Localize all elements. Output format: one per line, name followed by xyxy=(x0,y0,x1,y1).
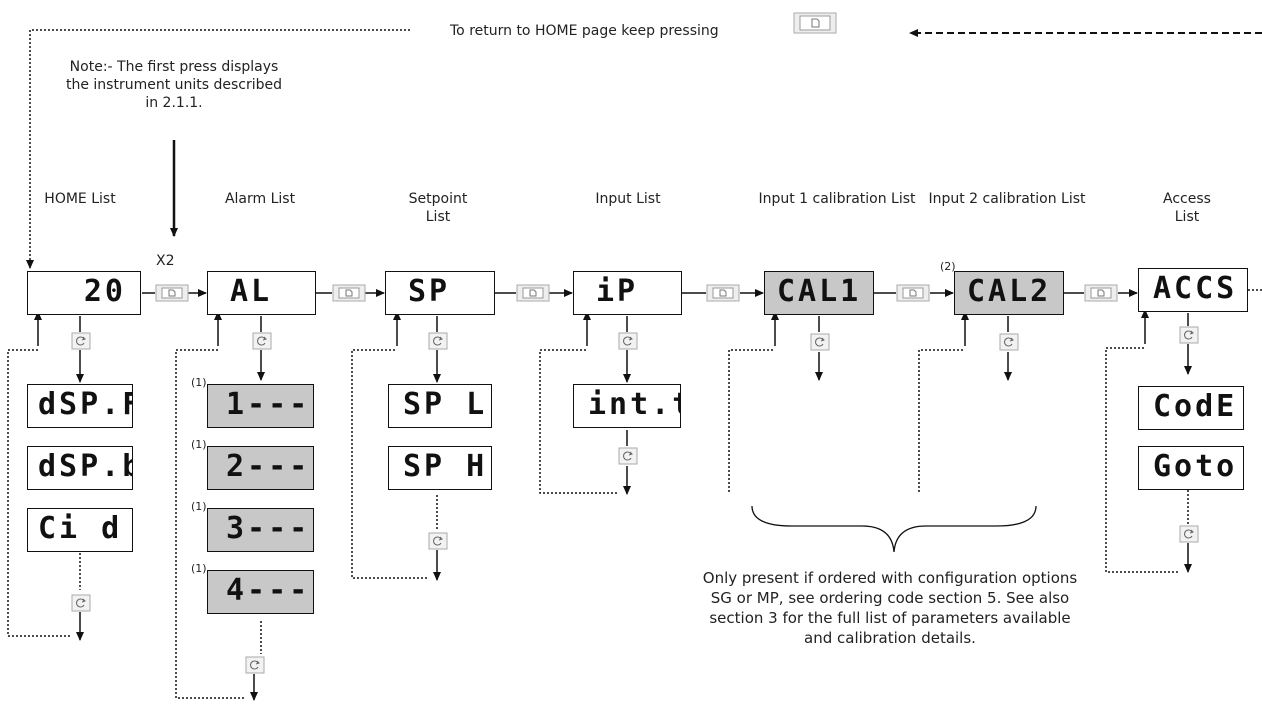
footnote-1-alarm4: (1) xyxy=(191,562,207,575)
home-param-3[interactable]: Ci d xyxy=(27,508,133,552)
page-key-icon[interactable] xyxy=(516,284,550,306)
page-key-icon xyxy=(793,12,837,38)
scroll-key-icon[interactable] xyxy=(1179,525,1199,547)
alarm-display[interactable]: AL xyxy=(207,271,316,315)
setpoint-param-high[interactable]: SP H xyxy=(388,446,492,490)
access-display[interactable]: ACCS xyxy=(1138,268,1248,312)
alarm-param-1[interactable]: 1--- xyxy=(207,384,314,428)
list-title-input1-cal: Input 1 calibration List xyxy=(758,191,916,207)
first-press-note: Note:- The first press displays the inst… xyxy=(65,59,283,111)
x2-label: X2 xyxy=(156,253,175,269)
home-display[interactable]: 20 xyxy=(27,271,141,315)
scroll-key-icon[interactable] xyxy=(71,332,91,354)
list-title-home: HOME List xyxy=(44,191,116,207)
page-key-icon[interactable] xyxy=(896,284,930,306)
list-title-access: Access List xyxy=(1163,191,1211,225)
scroll-key-icon[interactable] xyxy=(1179,326,1199,348)
list-title-setpoint: Setpoint List xyxy=(408,191,468,225)
scroll-key-icon[interactable] xyxy=(810,333,830,355)
input-param-1[interactable]: int.t xyxy=(573,384,681,428)
home-param-2[interactable]: dSP.b xyxy=(27,446,133,490)
list-title-input: Input List xyxy=(595,191,661,207)
alarm-param-3[interactable]: 3--- xyxy=(207,508,314,552)
alarm-param-4[interactable]: 4--- xyxy=(207,570,314,614)
footnote-1-alarm1: (1) xyxy=(191,376,207,389)
scroll-key-icon[interactable] xyxy=(999,333,1019,355)
scroll-key-icon[interactable] xyxy=(252,332,272,354)
list-title-alarm: Alarm List xyxy=(224,191,296,207)
calibration-note: Only present if ordered with configurati… xyxy=(702,569,1078,647)
page-key-icon[interactable] xyxy=(332,284,366,306)
list-title-input2-cal: Input 2 calibration List xyxy=(928,191,1086,207)
setpoint-param-low[interactable]: SP L xyxy=(388,384,492,428)
cal2-display[interactable]: CAL2 xyxy=(954,271,1064,315)
scroll-key-icon[interactable] xyxy=(618,447,638,469)
scroll-key-icon[interactable] xyxy=(618,332,638,354)
scroll-key-icon[interactable] xyxy=(245,656,265,678)
alarm-param-2[interactable]: 2--- xyxy=(207,446,314,490)
setpoint-display[interactable]: SP xyxy=(385,271,495,315)
input-display[interactable]: iP xyxy=(573,271,682,315)
footnote-1-alarm3: (1) xyxy=(191,500,207,513)
home-param-1[interactable]: dSP.F xyxy=(27,384,133,428)
access-param-goto[interactable]: Goto xyxy=(1138,446,1244,490)
return-home-note: To return to HOME page keep pressing xyxy=(450,23,719,39)
page-key-icon[interactable] xyxy=(706,284,740,306)
scroll-key-icon[interactable] xyxy=(428,332,448,354)
scroll-key-icon[interactable] xyxy=(71,594,91,616)
access-param-code[interactable]: CodE xyxy=(1138,386,1244,430)
footnote-2-cal2: (2) xyxy=(940,260,956,273)
footnote-1-alarm2: (1) xyxy=(191,438,207,451)
cal1-display[interactable]: CAL1 xyxy=(764,271,874,315)
scroll-key-icon[interactable] xyxy=(428,532,448,554)
page-key-icon[interactable] xyxy=(155,284,189,306)
page-key-icon[interactable] xyxy=(1084,284,1118,306)
